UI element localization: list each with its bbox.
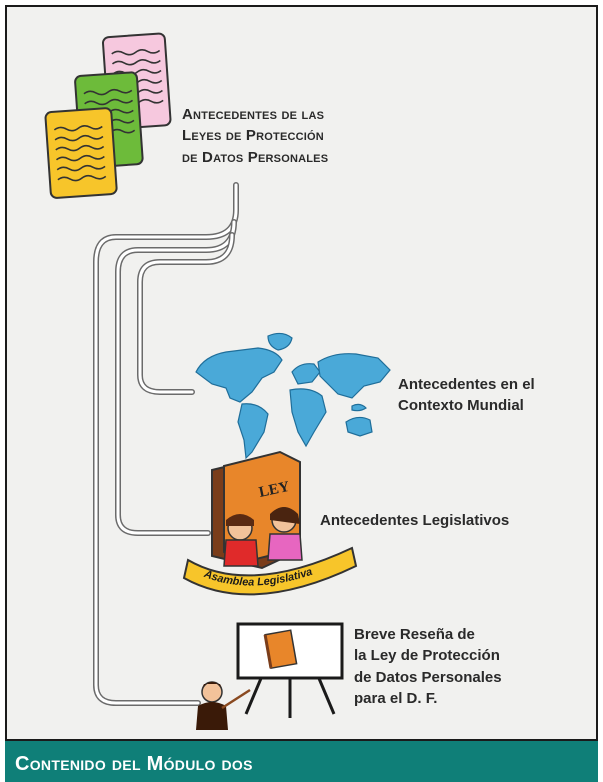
footer-title: Contenido del Módulo dos <box>15 753 253 775</box>
book-title-text: LEY <box>258 479 292 501</box>
documents-icon <box>44 32 172 199</box>
presenter-board-icon <box>196 622 344 730</box>
main-title-line: de Datos Personales <box>182 148 329 166</box>
item-label-line: Antecedentes en el <box>398 376 535 393</box>
world-map-icon <box>195 332 391 460</box>
item-label-line: Contexto Mundial <box>398 397 524 415</box>
item-label-line: Antecedentes Legislativos <box>320 512 510 529</box>
item-label-line: la Ley de Protección <box>354 647 500 665</box>
item-label-line: para el D. F. <box>354 689 438 707</box>
item-label-line: de Datos Personales <box>354 668 502 686</box>
law-book-icon: LEY Asamblea Legislativa <box>182 450 358 596</box>
item-label-line: Breve Reseña de <box>354 626 475 643</box>
main-title-line: Antecedentes de las <box>182 106 325 123</box>
item-label-breve-resena: Breve Reseña de la Ley de Protección de … <box>354 624 502 709</box>
main-title: Antecedentes de las Leyes de Protección … <box>182 104 328 168</box>
connector-lines <box>93 182 239 706</box>
item-label-antecedentes-contexto-mundial: Antecedentes en el Contexto Mundial <box>398 374 535 417</box>
item-label-antecedentes-legislativos: Antecedentes Legislativos <box>320 510 509 531</box>
footer-bar: Contenido del Módulo dos <box>5 741 598 782</box>
main-title-line: Leyes de Protección <box>182 127 324 145</box>
